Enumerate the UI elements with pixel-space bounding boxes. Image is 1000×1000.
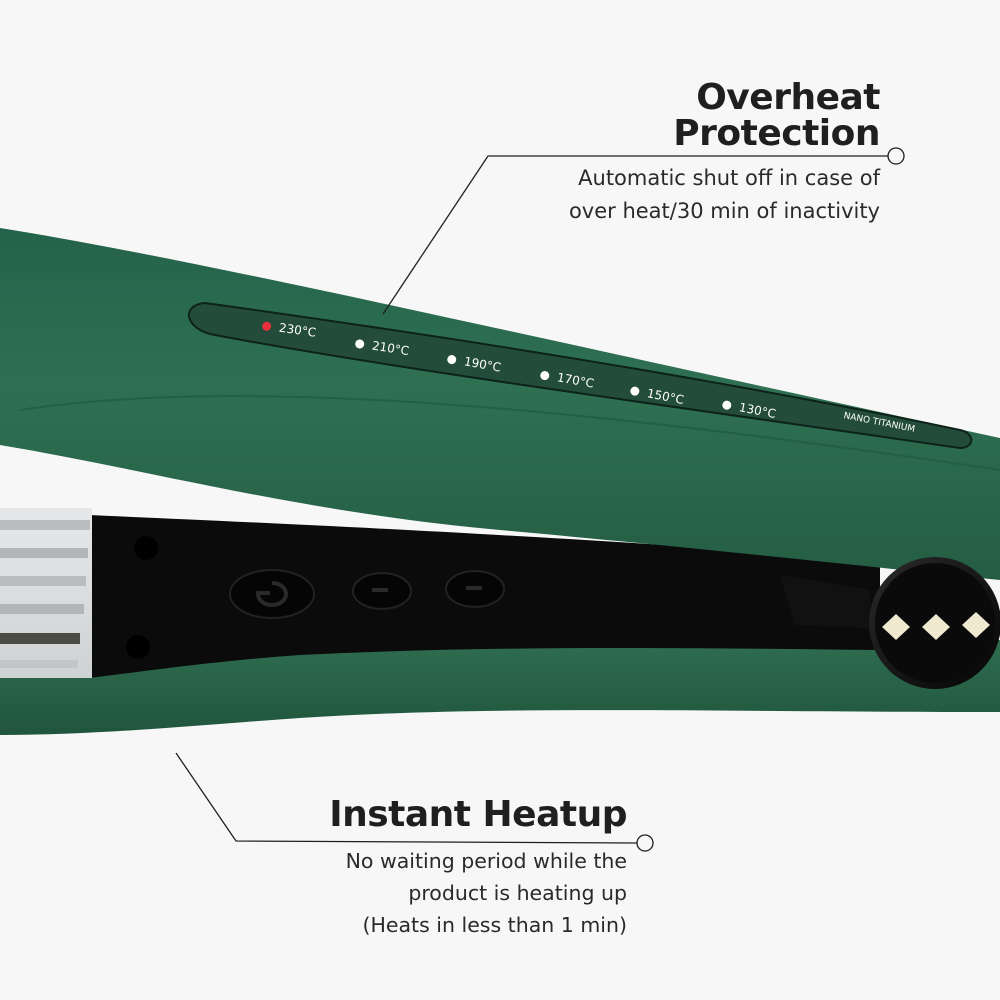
overheat-leader-line: [382, 147, 905, 315]
active-indicator-icon: [261, 321, 272, 332]
indicator-icon: [721, 399, 733, 411]
indicator-icon: [446, 354, 457, 365]
screw-hole: [134, 536, 158, 560]
overheat-protection-callout: Overheat Protection Automatic shut off i…: [400, 77, 881, 228]
three-diamonds-icon: [882, 612, 990, 640]
callout-title: Overheat Protection: [673, 77, 880, 154]
instant-heatup-callout: Instant Heatup No waiting period while t…: [107, 795, 627, 941]
heatup-leader-line: [175, 752, 654, 852]
callout-description: Automatic shut off in case of over heat/…: [568, 166, 880, 223]
temperature-up-button[interactable]: [445, 570, 505, 608]
temperature-down-button[interactable]: [352, 572, 412, 610]
power-button[interactable]: [229, 569, 315, 619]
hinge-bracket: [780, 575, 870, 628]
crimping-plate: [0, 508, 92, 678]
screw-hole: [126, 635, 150, 659]
callout-description: No waiting period while the product is h…: [345, 849, 627, 937]
indicator-icon: [629, 385, 641, 397]
indicator-icon: [539, 370, 550, 381]
lower-arm: [0, 640, 1000, 735]
indicator-icon: [354, 338, 365, 350]
temperature-display-window: [188, 301, 973, 450]
hinge-knob[interactable]: [869, 557, 1000, 689]
callout-title: Instant Heatup: [329, 794, 627, 835]
